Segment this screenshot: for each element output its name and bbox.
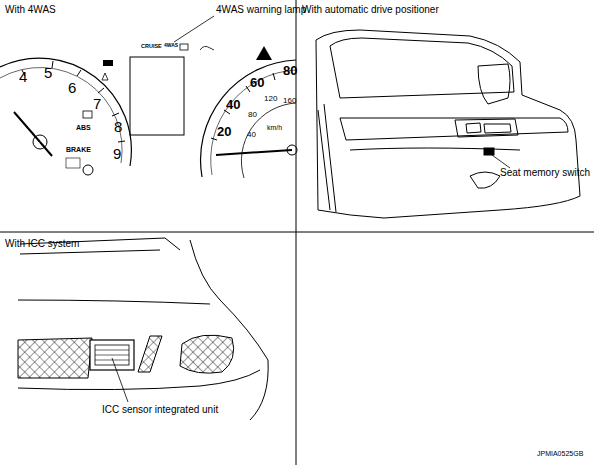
tachometer xyxy=(0,58,131,175)
part-name: 4WAS warning lamp xyxy=(216,4,306,15)
indicator-text: CRUISE xyxy=(141,43,162,49)
gauge-number: 40 xyxy=(247,131,256,140)
display-screen xyxy=(130,57,184,135)
panel-heading: With ICC system xyxy=(5,238,79,249)
gauge-number: 20 xyxy=(217,125,231,139)
indicator-text: ABS xyxy=(76,124,91,132)
gauge-number: 8 xyxy=(114,119,122,136)
gauge-number: 80 xyxy=(248,111,257,120)
speedometer xyxy=(201,60,297,178)
door xyxy=(316,30,580,218)
gauge-number: 6 xyxy=(68,80,76,97)
gauge-number: 160 xyxy=(283,97,296,106)
battery-icon xyxy=(180,44,188,50)
unit-label: km/h xyxy=(267,124,282,132)
gauge-number: 120 xyxy=(264,95,277,104)
gauge-number: 7 xyxy=(93,96,101,113)
panel-heading: With 4WAS xyxy=(5,4,56,15)
gauge-number: 4 xyxy=(19,69,27,86)
indicator-text: 4WAS xyxy=(164,43,178,49)
indicator-icon xyxy=(102,73,108,80)
gauge-number: 5 xyxy=(44,65,52,82)
figure-code: JPMIA0525GB xyxy=(537,450,583,458)
warning-icon xyxy=(256,46,272,60)
panel-heading: With automatic drive positioner xyxy=(302,4,439,15)
part-name: ICC sensor integrated unit xyxy=(102,404,218,415)
panel-divider xyxy=(0,232,594,233)
gauge-number: 60 xyxy=(250,76,264,90)
gauge-number: 9 xyxy=(113,146,121,163)
leader-line xyxy=(112,358,128,402)
bumper xyxy=(18,238,268,420)
gauge-number: 40 xyxy=(226,98,240,112)
indicator-icon xyxy=(103,60,113,66)
gauge-number: 80 xyxy=(283,64,297,78)
part-name: Seat memory switch xyxy=(500,167,590,178)
indicator-text: BRAKE xyxy=(66,146,91,154)
oil-icon xyxy=(200,46,214,50)
leader-line xyxy=(492,155,510,168)
leader-line xyxy=(174,16,214,42)
